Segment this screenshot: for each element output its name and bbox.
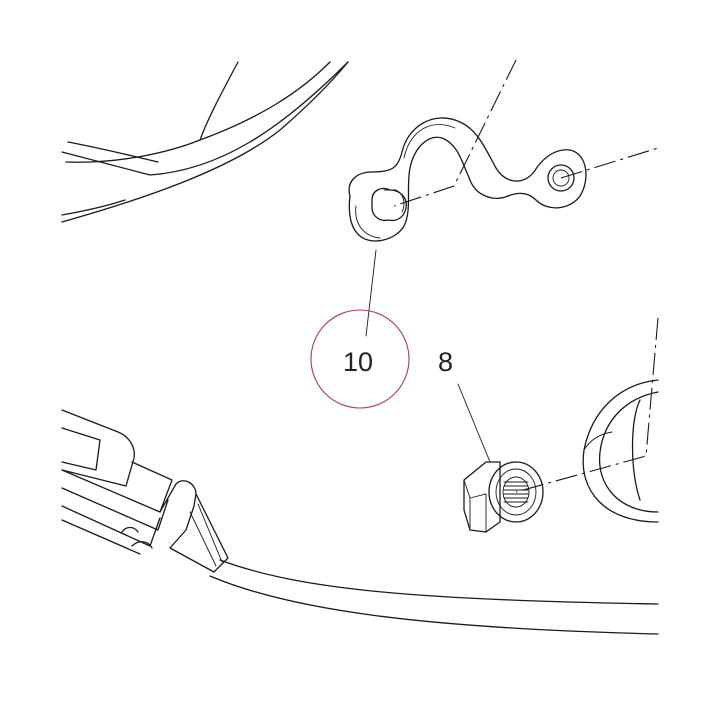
leader-lines [365, 249, 491, 463]
callout-highlight-circle [310, 309, 410, 409]
hex-nut-part [463, 461, 544, 533]
center-lines [393, 59, 659, 493]
connector-assembly [61, 409, 229, 573]
cable [209, 559, 659, 635]
callout-8-label: 8 [438, 347, 453, 377]
body-panel-outline [61, 61, 349, 223]
callout-10-label: 10 [343, 347, 373, 377]
bracket-clip-part [348, 117, 587, 242]
cylindrical-housing-part [582, 379, 659, 523]
